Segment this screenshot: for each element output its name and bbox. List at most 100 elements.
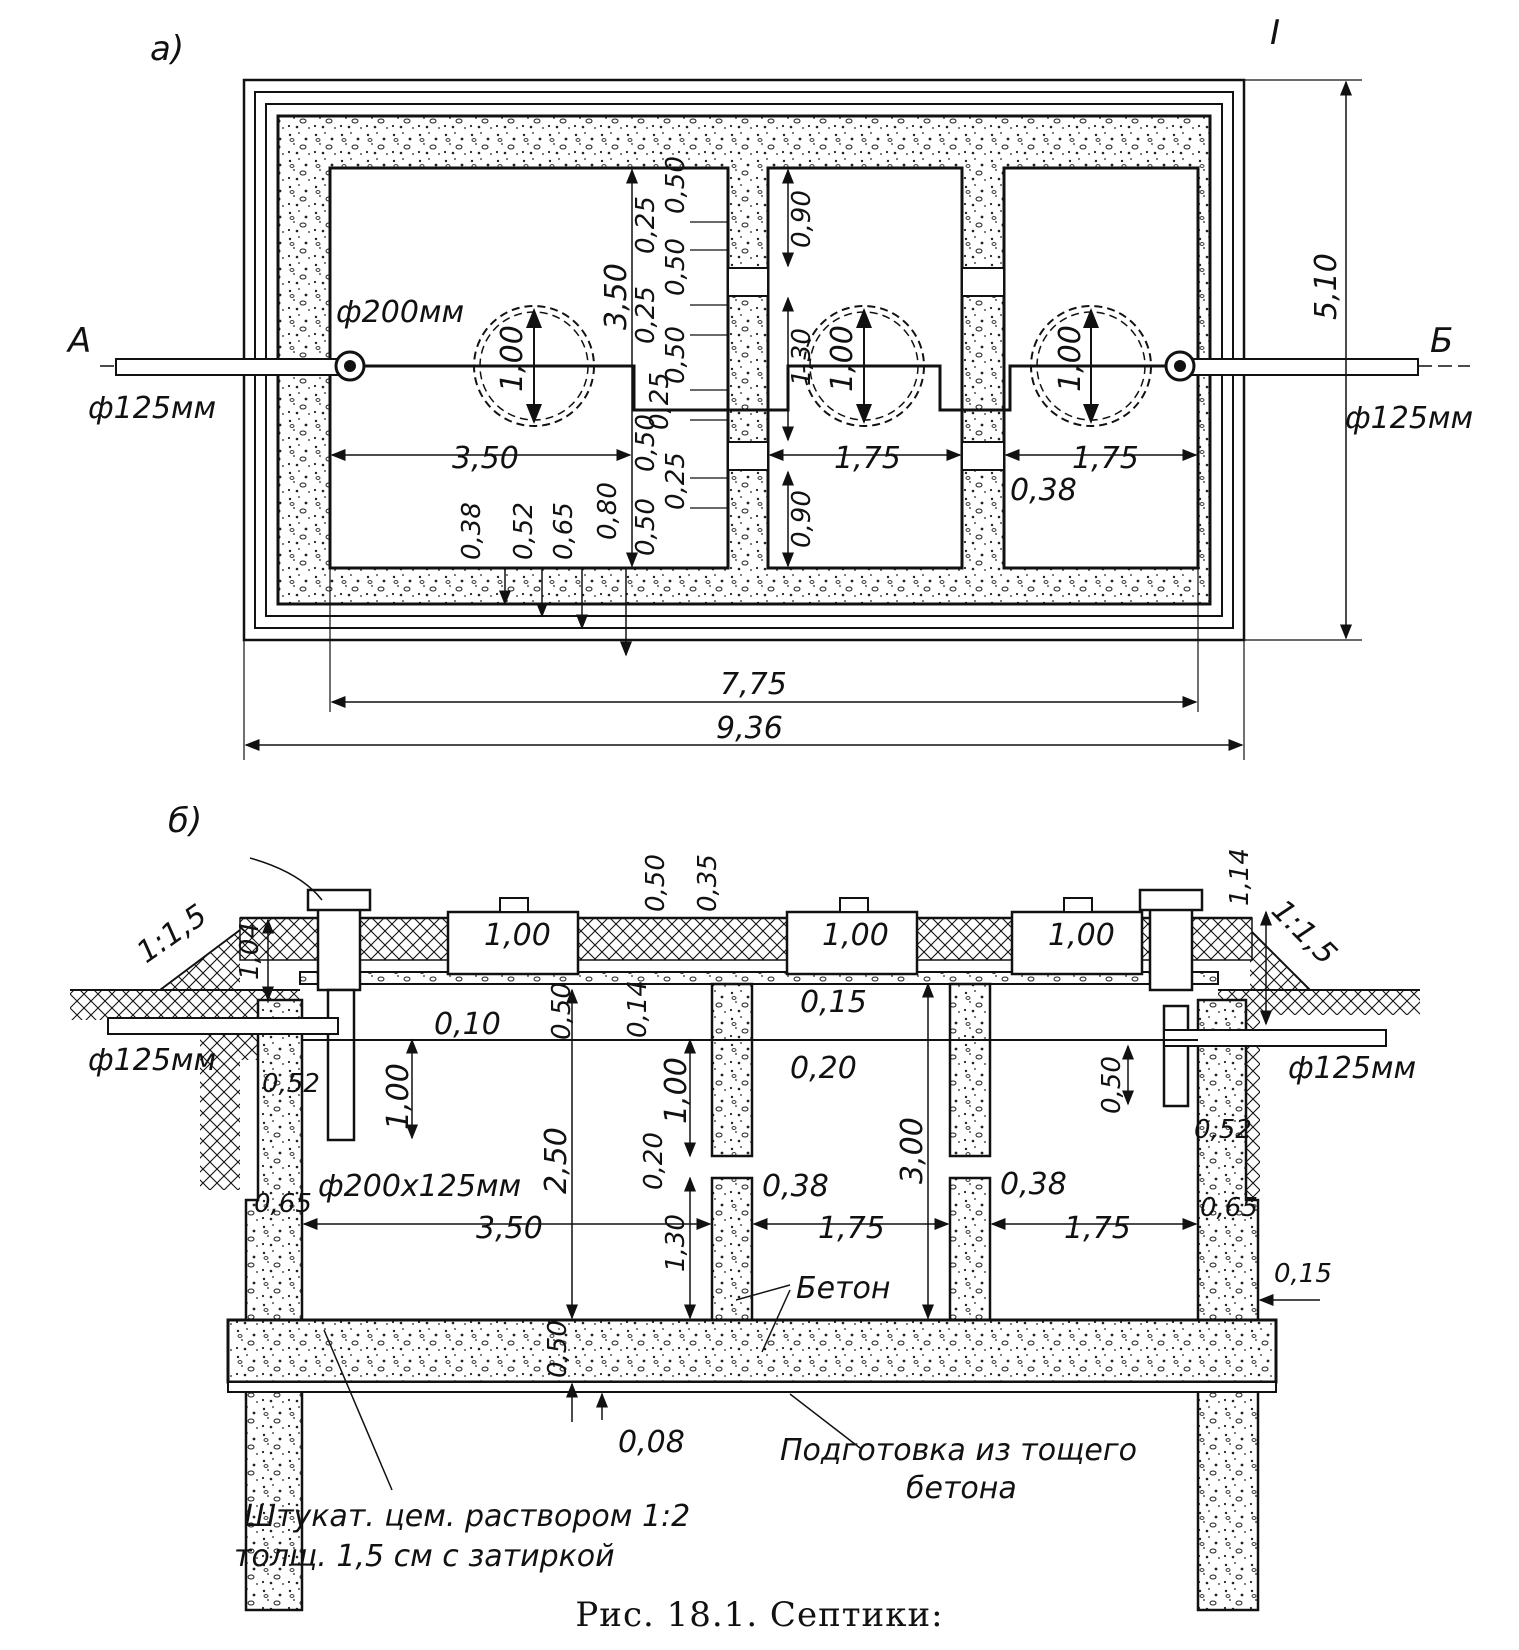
section-prep-note-line1: Подготовка из тощего [780,1433,1137,1468]
section-dim-050c-label: 0,50 [543,1320,573,1378]
plan-manhole-label: ф200мм [336,295,464,330]
section-dim-052a-label: 0,52 [262,1069,320,1099]
section-dim-050a-label: 0,50 [547,982,577,1040]
section-partition-1-lower [710,1176,754,1322]
plan-pipe-label-right: ф125мм [1345,401,1473,436]
section-dim-130-label: 1,30 [661,1214,691,1272]
plan-stack-dim-4: 0,25 [631,286,661,344]
plan-outlet-pipe [1179,358,1419,376]
section-partition-1-upper [710,982,754,1158]
section-hatch-1-lid [499,897,529,913]
plan-base-dim-052-label: 0,52 [509,502,539,560]
section-top-dim-014: 0,14 [623,980,653,1038]
section-view: б) 1:1,5 1:1,5 1,00 1,00 1,00 0,50 0,35 … [70,801,1420,1612]
section-inlet-pipe [107,1017,339,1035]
plan-dim-510-label: 5,10 [1309,253,1344,320]
section-outlet-pipe [1163,1029,1387,1047]
section-right-wall [1196,998,1260,1612]
section-outlet-riser [1148,898,1194,992]
plan-manhole-3-diameter: 1,00 [1053,325,1088,392]
section-outlet-riser-cap [1138,888,1204,912]
section-dim-100b-label: 1,00 [659,1057,694,1124]
section-concrete-label: Бетон [796,1271,890,1306]
section-dim-038a-label: 0,38 [762,1169,829,1204]
section-pipe-label-left: ф125мм [88,1043,216,1078]
plan-end-label-right: Б [1430,321,1453,361]
section-riser-label: ф200х125мм [318,1169,521,1204]
section-plaster-note-line1: Штукат. цем. раствором 1:2 [244,1499,690,1534]
section-dim-052b-label: 0,52 [1194,1115,1252,1145]
plan-base-dim-038-label: 0,38 [457,502,487,560]
section-dim-175-b-label: 1,75 [1064,1211,1131,1246]
plan-dim-175-a-label: 1,75 [834,441,901,476]
plan-base-dim-080-label: 0,80 [593,482,623,540]
figure-caption: Рис. 18.1. Септики: [575,1595,944,1635]
plan-wall-dim-bottom-opening: 0,90 [787,490,817,548]
plan-view: а) I А Б ф125мм ф125мм ф200мм 1,00 1,00 … [66,13,1473,760]
section-dim-300-label: 3,00 [895,1117,930,1184]
plan-view-marker: а) [150,29,184,69]
plan-stack-dim-2: 0,25 [631,196,661,254]
plan-pipe-label-left: ф125мм [88,391,216,426]
plan-stack-dim-5: 0,50 [661,326,691,384]
section-inlet-tee [326,988,356,1142]
section-hatch-2-size: 1,00 [822,918,889,953]
plan-wall-dim-mid-opening: 1,30 [787,328,817,386]
section-hatch-2-lid [839,897,869,913]
section-dim-250-label: 2,50 [539,1127,574,1194]
section-top-dim-050: 0,50 [641,854,671,912]
section-dim-350-label: 3,50 [476,1211,543,1246]
plan-stack-dim-1: 0,50 [661,156,691,214]
section-top-dim-035: 0,35 [693,854,723,912]
section-inlet-riser-cap [306,888,372,912]
section-ground-left [70,930,300,1190]
plan-dim-775-label: 7,75 [720,667,787,702]
section-pipe-label-right: ф125мм [1288,1051,1416,1086]
section-partition-2-upper [948,982,992,1158]
section-leader-concrete-2 [761,1289,791,1353]
plan-dim-350-horizontal-label: 3,50 [452,441,519,476]
plan-wall-dim-partition: 0,38 [1010,473,1077,508]
plan-partition2-opening-top [961,267,1005,297]
section-plaster-note-line2: толщ. 1,5 см с затиркой [234,1539,615,1574]
plan-inlet-pipe [115,358,341,376]
section-dim-065b-label: 0,65 [1200,1193,1258,1223]
plan-section-mark: I [1270,13,1280,53]
section-dim-008-label: 0,08 [618,1425,685,1460]
plan-manhole-2-diameter: 1,00 [825,325,860,392]
plan-stack-dim-8: 0,25 [661,452,691,510]
section-leader-concrete-1 [735,1284,791,1301]
plan-inlet-riser-core [344,360,356,372]
section-top-dim-114: 1,14 [1225,848,1255,906]
section-slope-left [159,929,241,991]
section-dim-050b-label: 0,50 [1097,1056,1127,1114]
plan-dim-350-vertical-label: 3,50 [599,263,634,330]
section-hatch-1-size: 1,00 [484,918,551,953]
section-dim-020b-label: 0,20 [639,1132,669,1190]
section-dim-015a-label: 0,15 [800,985,867,1020]
plan-outlet-riser-core [1174,360,1186,372]
section-hatch-1 [446,910,580,976]
section-hatch-3-size: 1,00 [1048,918,1115,953]
plan-stack-dim-6: 0,25 [645,372,675,430]
plan-stack-dim-7: 0,50 [631,414,661,472]
section-leader-riser [249,857,323,901]
section-hatch-2 [785,910,919,976]
plan-dim-936-label: 9,36 [716,711,783,746]
section-base-slab [226,1318,1278,1384]
section-dim-175-a-label: 1,75 [818,1211,885,1246]
section-dim-038b-label: 0,38 [1000,1167,1067,1202]
plan-stack-dim-3: 0,50 [661,238,691,296]
plan-partition2-opening-bottom [961,441,1005,471]
section-hatch-3-lid [1063,897,1093,913]
plan-manhole-1-diameter: 1,00 [495,325,530,392]
plan-partition1-opening-top [727,267,769,297]
section-left-wall [244,998,304,1612]
section-hatch-3 [1010,910,1144,976]
plan-dim-175-b-label: 1,75 [1072,441,1139,476]
section-dim-015b-label: 0,15 [1274,1259,1332,1289]
section-view-marker: б) [168,801,202,841]
section-inlet-riser [316,898,362,992]
plan-base-dim-065-label: 0,65 [549,502,579,560]
